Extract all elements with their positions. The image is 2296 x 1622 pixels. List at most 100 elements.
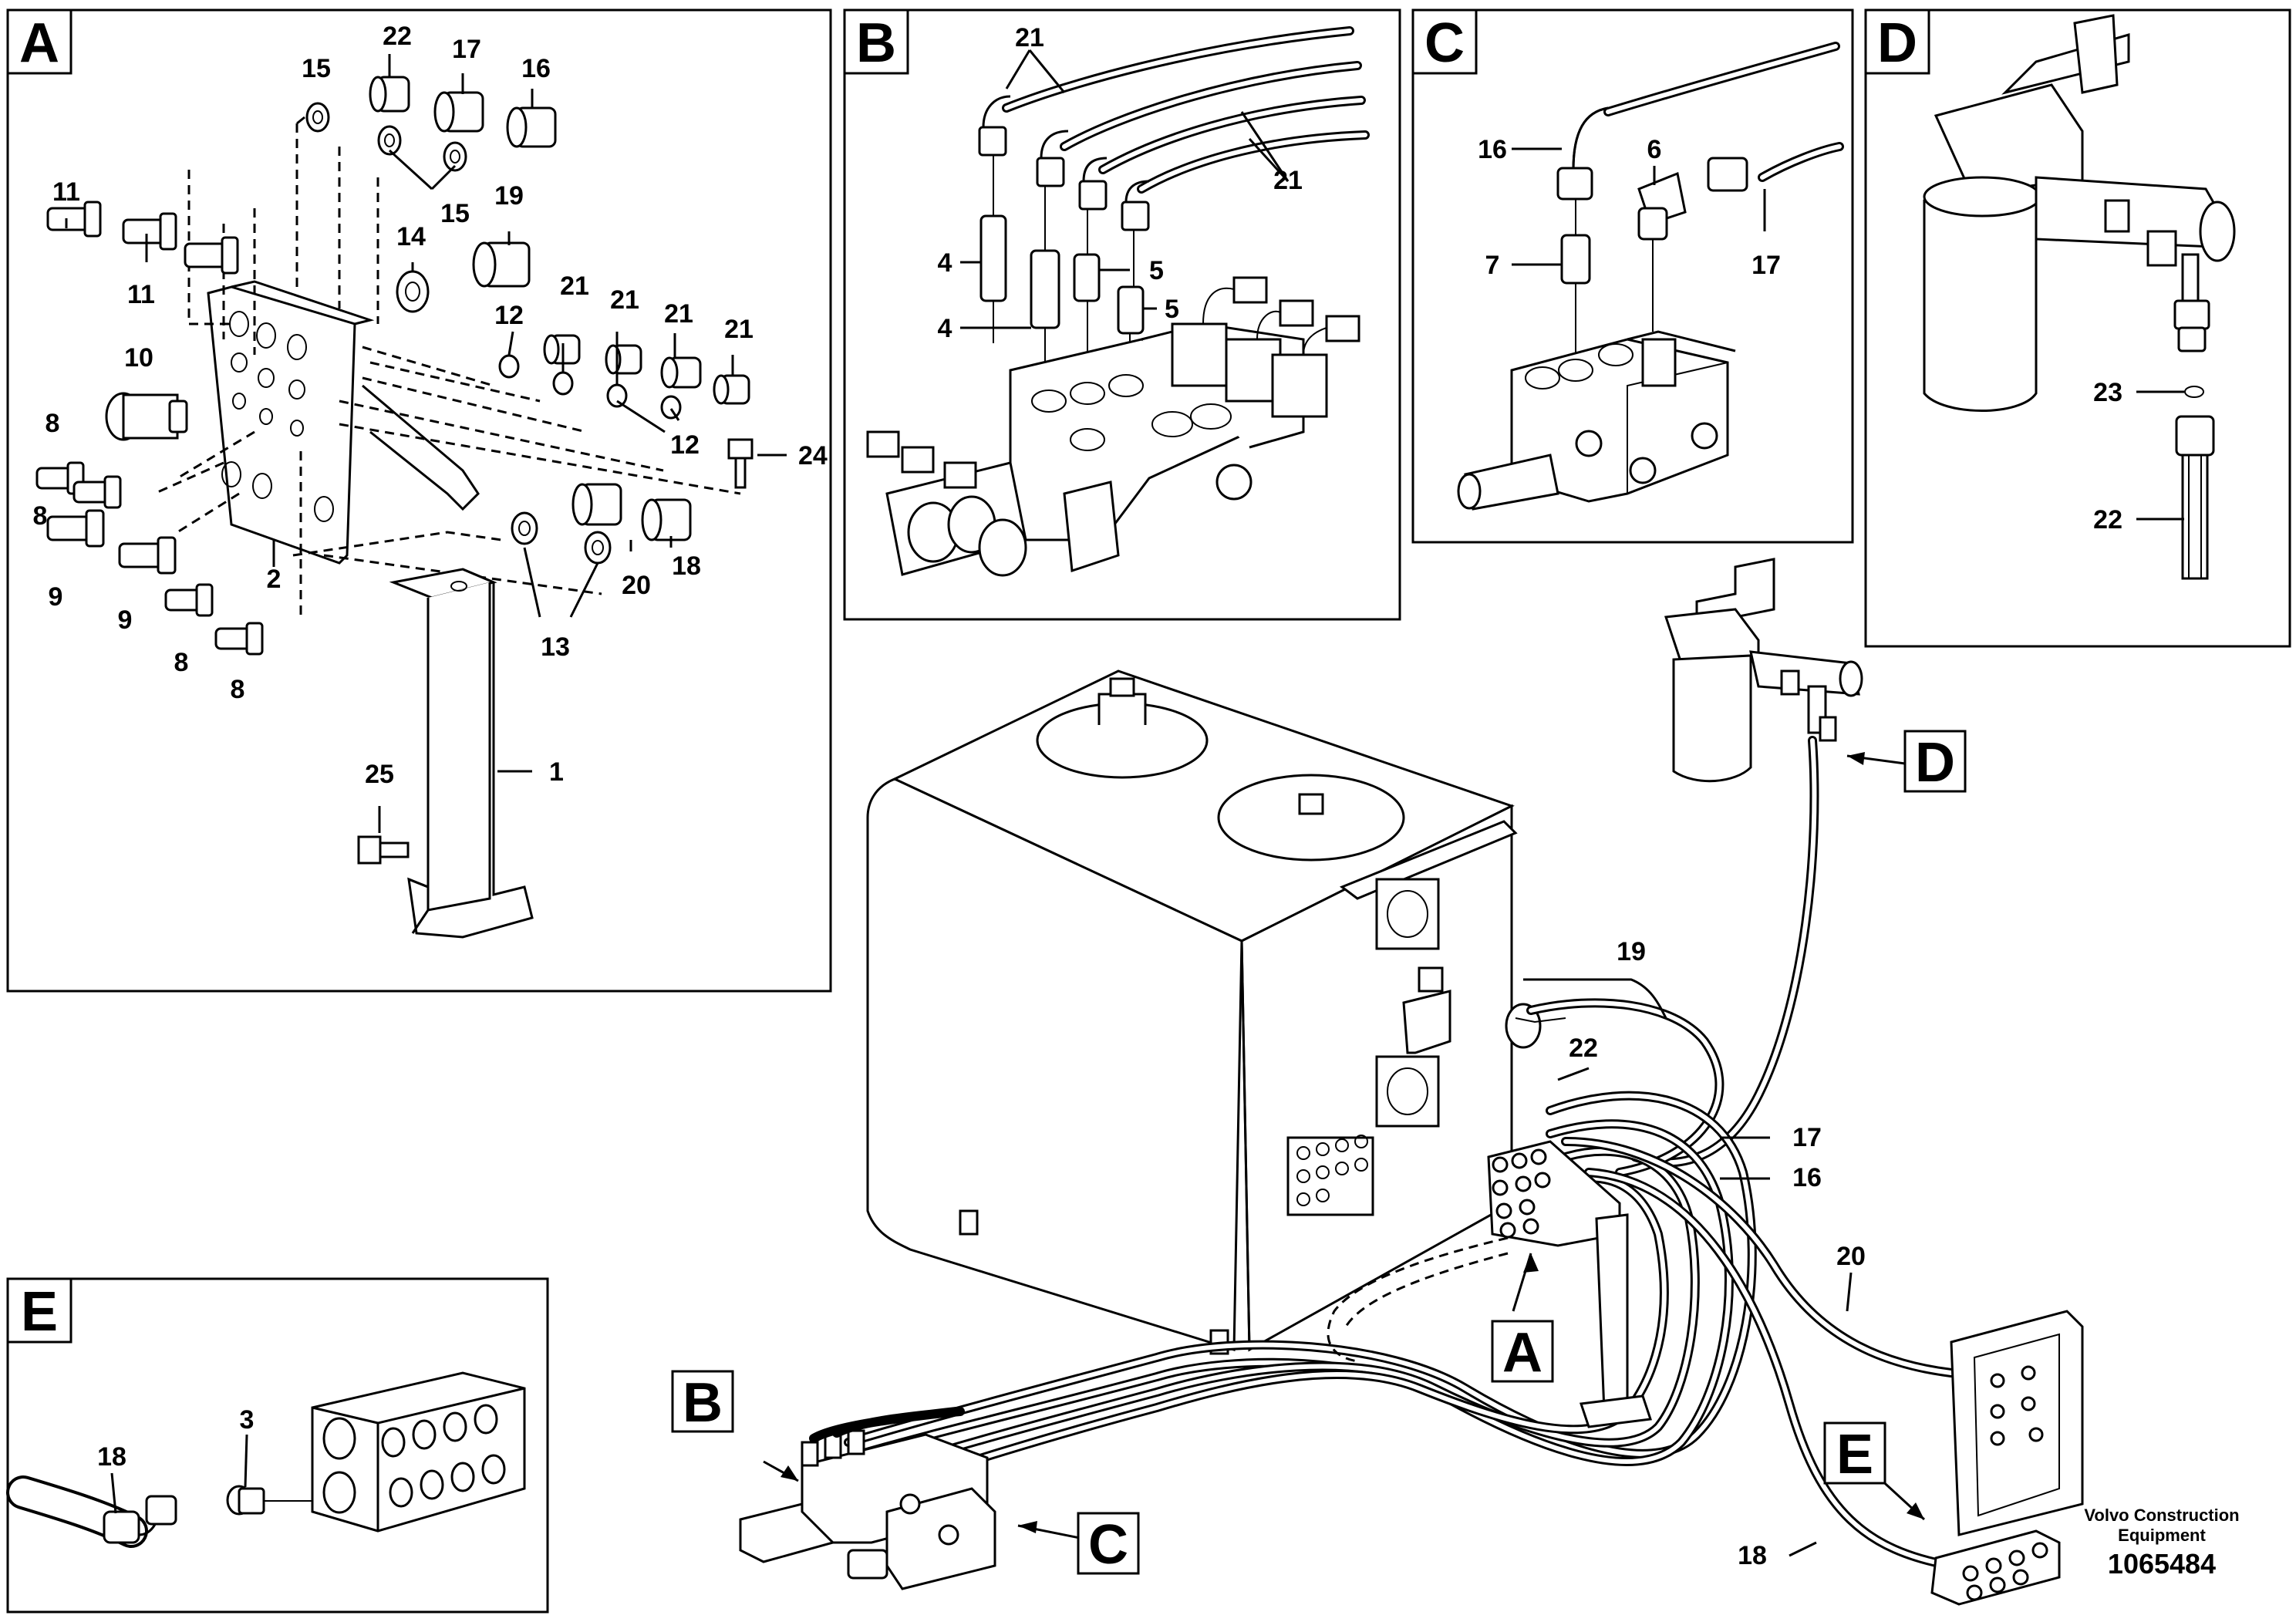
port-holes <box>322 1404 506 1514</box>
washer-15-b <box>443 141 467 172</box>
label-e-18: 18 <box>97 1442 126 1472</box>
fitting-8-c <box>164 583 214 617</box>
fitting-8-d <box>214 622 264 656</box>
svg-text:A: A <box>1502 1322 1542 1384</box>
panel-e: E 18 3 <box>6 1277 549 1614</box>
label-a-8-c: 8 <box>174 648 189 677</box>
label-main-19: 19 <box>1617 937 1646 966</box>
label-a-24: 24 <box>798 441 828 470</box>
label-a-8-a: 8 <box>46 409 60 438</box>
label-a-21-c: 21 <box>664 299 693 329</box>
nut-22 <box>369 76 410 113</box>
fitting-8-a <box>35 461 85 495</box>
label-a-19: 19 <box>494 181 524 211</box>
nut-17 <box>433 91 484 133</box>
label-b-5-lower: 5 <box>1165 295 1179 324</box>
svg-text:B: B <box>683 1372 723 1434</box>
footer-brand: Volvo Construction Equipment 1065484 <box>2084 1506 2239 1580</box>
panel-b-letter: B <box>856 12 896 74</box>
label-a-16: 16 <box>521 54 551 83</box>
bolt-24 <box>727 438 754 489</box>
svg-text:C: C <box>1088 1514 1128 1576</box>
tank-grommet-holes <box>1296 1135 1368 1206</box>
label-a-21-a: 21 <box>560 271 589 301</box>
label-a-9-a: 9 <box>49 582 63 612</box>
callout-c: C <box>1077 1512 1140 1576</box>
fitting-9-a <box>46 509 105 548</box>
nut-16 <box>506 106 557 148</box>
brand-line-2: Equipment <box>2118 1526 2206 1545</box>
label-a-12-lower: 12 <box>670 430 700 460</box>
callout-d: D <box>1903 730 1967 794</box>
label-a-17: 17 <box>452 35 481 64</box>
label-b-21-top: 21 <box>1015 23 1044 52</box>
washer-15-top <box>305 102 330 133</box>
hose-bundle <box>844 736 1956 1570</box>
fitting-9-b <box>118 536 177 575</box>
washer-12-a <box>498 354 520 379</box>
label-c-17: 17 <box>1752 251 1781 280</box>
label-a-2: 2 <box>267 565 282 594</box>
washer-13-b <box>584 531 612 565</box>
panel-c-letter: C <box>1424 12 1465 74</box>
label-main-22: 22 <box>1569 1034 1598 1063</box>
label-a-21-b: 21 <box>610 285 639 315</box>
callout-a: A <box>1491 1320 1554 1384</box>
washer-14 <box>396 270 430 313</box>
label-a-8-b: 8 <box>33 501 48 531</box>
label-a-12-upper: 12 <box>494 301 524 330</box>
washer-12-b <box>552 371 574 396</box>
washer-12-d <box>660 395 682 420</box>
panel-a-letter: A <box>19 12 59 74</box>
bracket-fittings <box>1492 1148 1551 1239</box>
label-main-20: 20 <box>1836 1242 1866 1271</box>
label-a-9-b: 9 <box>118 605 133 635</box>
label-b-21-right: 21 <box>1273 166 1303 195</box>
mounting-plate-main <box>1930 1310 2084 1606</box>
main-assembly: 19 22 17 16 20 18 A B C D E <box>671 558 2084 1606</box>
label-a-11-upper: 11 <box>52 177 80 207</box>
brand-line-1: Volvo Construction <box>2084 1506 2239 1525</box>
label-a-13: 13 <box>541 632 570 662</box>
fitting-10 <box>105 392 188 441</box>
washer-15-a <box>377 125 402 156</box>
svg-text:E: E <box>1836 1424 1873 1485</box>
drawing-number: 1065484 <box>2108 1548 2216 1580</box>
nut-21-c <box>660 356 702 389</box>
panel-d: D 23 22 <box>1864 8 2291 648</box>
svg-text:D: D <box>1915 732 1955 794</box>
label-a-18: 18 <box>672 551 701 581</box>
label-a-15: 15 <box>440 199 470 228</box>
panel-e-letter: E <box>21 1281 58 1343</box>
bolt-25 <box>357 835 410 865</box>
label-a-25: 25 <box>365 760 394 789</box>
label-a-14: 14 <box>396 222 426 251</box>
label-b-5-upper: 5 <box>1149 256 1164 285</box>
callout-e: E <box>1823 1421 1886 1485</box>
label-a-1: 1 <box>549 757 564 787</box>
label-a-15-top: 15 <box>302 54 331 83</box>
panel-c: C 16 6 7 17 <box>1411 8 1854 544</box>
nut-21-b <box>605 344 642 375</box>
label-a-22: 22 <box>383 22 412 51</box>
bracket-stand-main <box>1487 1140 1653 1428</box>
fitting-8-b <box>72 475 122 509</box>
label-a-8-d: 8 <box>231 675 245 704</box>
label-main-18: 18 <box>1738 1541 1767 1570</box>
label-a-11-lower: 11 <box>127 280 155 309</box>
nut-21-a <box>543 334 581 365</box>
nut-18 <box>641 498 692 541</box>
label-c-6: 6 <box>1647 135 1662 164</box>
label-a-21-d: 21 <box>724 315 754 344</box>
fitting-11-upper <box>46 201 102 238</box>
fitting-11-lower <box>184 236 239 275</box>
label-c-16: 16 <box>1478 135 1507 164</box>
label-d-23: 23 <box>2093 378 2122 407</box>
label-e-3: 3 <box>240 1405 255 1435</box>
label-b-4-upper: 4 <box>938 248 952 278</box>
label-a-10: 10 <box>124 343 153 373</box>
washer-12-c <box>606 383 628 408</box>
label-b-4-lower: 4 <box>938 314 952 343</box>
plate-holes <box>221 311 334 522</box>
